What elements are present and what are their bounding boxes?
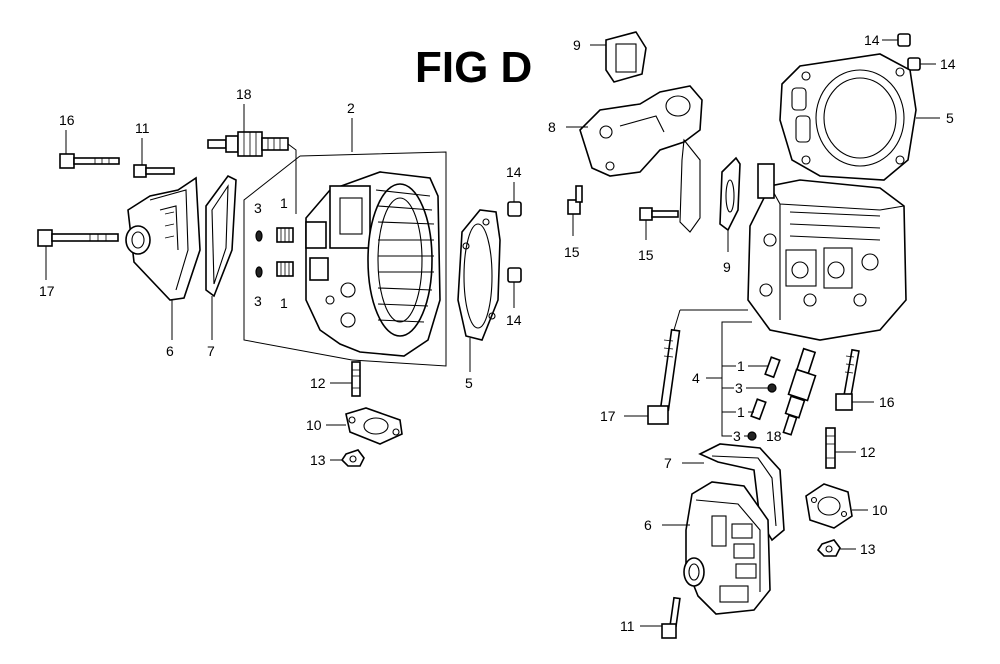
spark-plug-18-right [782, 347, 817, 436]
callout-1-lower-right: 1 [737, 404, 745, 420]
insulator-10-right [805, 483, 853, 529]
head-gasket-5-right [779, 53, 917, 181]
insulator-10-left [345, 407, 403, 445]
callout-6-left: 6 [166, 343, 174, 359]
callout-1-lower-left: 1 [280, 295, 288, 311]
callout-2: 2 [347, 100, 355, 116]
valve-keeper-3-lower [255, 266, 263, 278]
valve-keeper-3-lower-right [747, 431, 757, 441]
callout-18-right: 18 [766, 428, 782, 444]
stud-12-left [351, 361, 361, 397]
bolt-17-left [37, 229, 119, 247]
dowel-pin-14-right [907, 57, 921, 71]
head-gasket-5-left [457, 209, 501, 341]
callout-15-left: 15 [564, 244, 580, 260]
gasket-7-left [205, 174, 237, 298]
callout-7-right: 7 [664, 455, 672, 471]
callout-10-right: 10 [872, 502, 888, 518]
callout-11-left: 11 [135, 120, 150, 136]
callout-3-lower-right: 3 [733, 428, 741, 444]
callout-17-left: 17 [39, 283, 55, 299]
callout-14-lower-left: 14 [506, 312, 522, 328]
callout-11-right: 11 [620, 618, 635, 634]
callout-9-upper: 9 [573, 37, 581, 53]
callout-18-left: 18 [236, 86, 252, 102]
bolt-16-right [835, 348, 860, 411]
nut-13-left [340, 449, 365, 467]
callout-5-right: 5 [946, 110, 954, 126]
callout-12-left: 12 [310, 375, 326, 391]
exhaust-manifold-8 [579, 85, 703, 233]
callout-5-left: 5 [465, 375, 473, 391]
callout-9-lower: 9 [723, 259, 731, 275]
callout-15-right: 15 [638, 247, 654, 263]
exhaust-gasket-9-lower [719, 156, 741, 232]
cylinder-head-bracket-2 [243, 151, 447, 367]
callout-17-right: 17 [600, 408, 616, 424]
rocker-cover-6-right [683, 481, 771, 615]
callout-14-right: 14 [940, 56, 956, 72]
bolt-11-right [661, 596, 681, 639]
callout-14-upper-left: 14 [506, 164, 522, 180]
callout-3-lower-left: 3 [254, 293, 262, 309]
bolt-16-left [59, 153, 120, 169]
rocker-cover-6-left [125, 176, 201, 301]
callout-7-left: 7 [207, 343, 215, 359]
callout-4: 4 [692, 370, 700, 386]
dowel-pin-14-lower-left [507, 267, 522, 283]
cylinder-head-left [305, 171, 441, 357]
valve-keeper-3-upper-right [767, 383, 777, 393]
callout-12-right: 12 [860, 444, 876, 460]
dowel-pin-14-upper-left [507, 201, 522, 217]
callout-3-upper-left: 3 [254, 200, 262, 216]
callout-13-right: 13 [860, 541, 876, 557]
figure-title: FIG D [415, 43, 533, 92]
spark-plug-18-left [207, 131, 289, 157]
callout-10-left: 10 [306, 417, 322, 433]
stud-12-right [825, 427, 836, 469]
nut-13-right [816, 539, 841, 557]
callout-3-upper-right: 3 [735, 380, 743, 396]
callout-1-upper-left: 1 [280, 195, 288, 211]
callout-16-left: 16 [59, 112, 75, 128]
callout-8: 8 [548, 119, 556, 135]
cylinder-head-right [747, 163, 907, 341]
callout-13-left: 13 [310, 452, 326, 468]
callout-6-right: 6 [644, 517, 652, 533]
exhaust-gasket-9-upper [605, 31, 647, 83]
dowel-pin-14-top [897, 33, 911, 47]
callout-14-top: 14 [864, 32, 880, 48]
bolt-17-right [647, 328, 681, 425]
valve-spring-1-lower [276, 261, 294, 277]
valve-spring-1-upper-right [764, 356, 781, 379]
callout-1-upper-right: 1 [737, 358, 745, 374]
bolt-15-right [639, 207, 679, 221]
valve-spring-1-lower-right [750, 398, 767, 421]
valve-keeper-3-upper [255, 230, 263, 242]
bolt-15-left [567, 185, 583, 215]
callout-16-right: 16 [879, 394, 895, 410]
valve-spring-1-upper [276, 227, 294, 243]
bolt-11-left [133, 164, 175, 178]
